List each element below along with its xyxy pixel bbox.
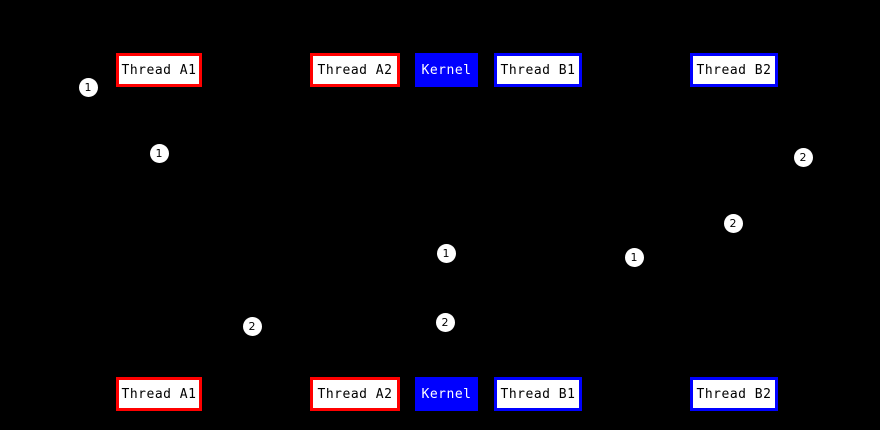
lifeline-thread-b1: [538, 87, 539, 377]
participant-label: Thread A1: [121, 62, 197, 78]
participant-label: Thread A2: [317, 62, 393, 78]
participant-label: Thread B2: [696, 386, 772, 402]
participant-head-thread-b1[interactable]: Thread B1: [494, 53, 582, 87]
participant-foot-thread-b2[interactable]: Thread B2: [690, 377, 778, 411]
participant-foot-kernel[interactable]: Kernel: [415, 377, 478, 411]
lifeline-thread-a1: [159, 87, 160, 377]
message-badge-m2: 1: [149, 143, 169, 163]
participant-label: Kernel: [421, 386, 472, 402]
participant-head-kernel[interactable]: Kernel: [415, 53, 478, 87]
message-badge-m6: 1: [624, 247, 644, 267]
message-badge-m1: 1: [78, 77, 98, 97]
participant-label: Thread B1: [500, 386, 576, 402]
participant-foot-thread-b1[interactable]: Thread B1: [494, 377, 582, 411]
participant-head-thread-a1[interactable]: Thread A1: [116, 53, 202, 87]
participant-label: Kernel: [421, 62, 472, 78]
message-badge-m3: 2: [793, 147, 813, 167]
participant-label: Thread B2: [696, 62, 772, 78]
lifeline-kernel: [446, 87, 447, 377]
participant-foot-thread-a1[interactable]: Thread A1: [116, 377, 202, 411]
participant-head-thread-a2[interactable]: Thread A2: [310, 53, 400, 87]
participant-head-thread-b2[interactable]: Thread B2: [690, 53, 778, 87]
message-badge-m4: 2: [723, 213, 743, 233]
participant-label: Thread B1: [500, 62, 576, 78]
message-badge-m8: 2: [435, 312, 455, 332]
participant-label: Thread A1: [121, 386, 197, 402]
message-badge-m5: 1: [436, 243, 456, 263]
participant-foot-thread-a2[interactable]: Thread A2: [310, 377, 400, 411]
message-badge-m7: 2: [242, 316, 262, 336]
participant-label: Thread A2: [317, 386, 393, 402]
lifeline-thread-a2: [355, 87, 356, 377]
